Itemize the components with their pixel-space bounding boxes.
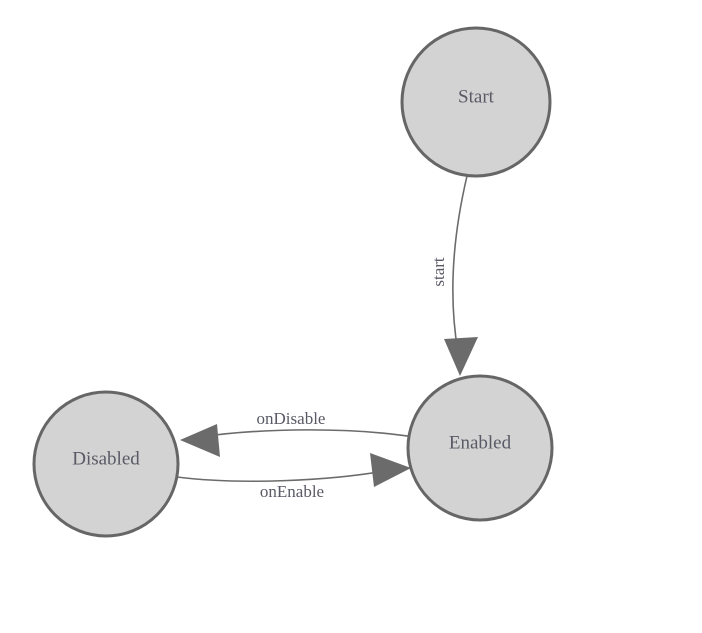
node-start-label: Start (458, 86, 495, 107)
edge-disabled-to-enabled-path (176, 469, 391, 482)
node-disabled[interactable]: Disabled (32, 390, 180, 538)
edge-label-on-enable: onEnable (260, 482, 324, 501)
node-start[interactable]: Start (400, 26, 552, 178)
edge-label-start: start (429, 257, 448, 287)
edge-enabled-to-disabled[interactable] (180, 424, 415, 457)
edge-disabled-to-enabled[interactable] (176, 453, 411, 487)
edge-enabled-to-disabled-path (199, 429, 415, 438)
node-enabled-circle (406, 374, 554, 522)
edge-start-to-enabled-path (452, 175, 468, 353)
node-start-circle (400, 26, 552, 178)
edge-label-on-disable: onDisable (257, 409, 326, 428)
node-disabled-circle (32, 390, 180, 538)
edge-start-to-enabled[interactable] (444, 175, 478, 376)
node-enabled[interactable]: Enabled (406, 374, 554, 522)
node-enabled-label: Enabled (449, 432, 512, 453)
edge-disabled-to-enabled-arrowhead-icon (370, 453, 411, 487)
node-disabled-label: Disabled (72, 448, 140, 469)
edge-start-to-enabled-arrowhead-icon (444, 337, 478, 376)
edge-enabled-to-disabled-arrowhead-icon (180, 424, 220, 457)
